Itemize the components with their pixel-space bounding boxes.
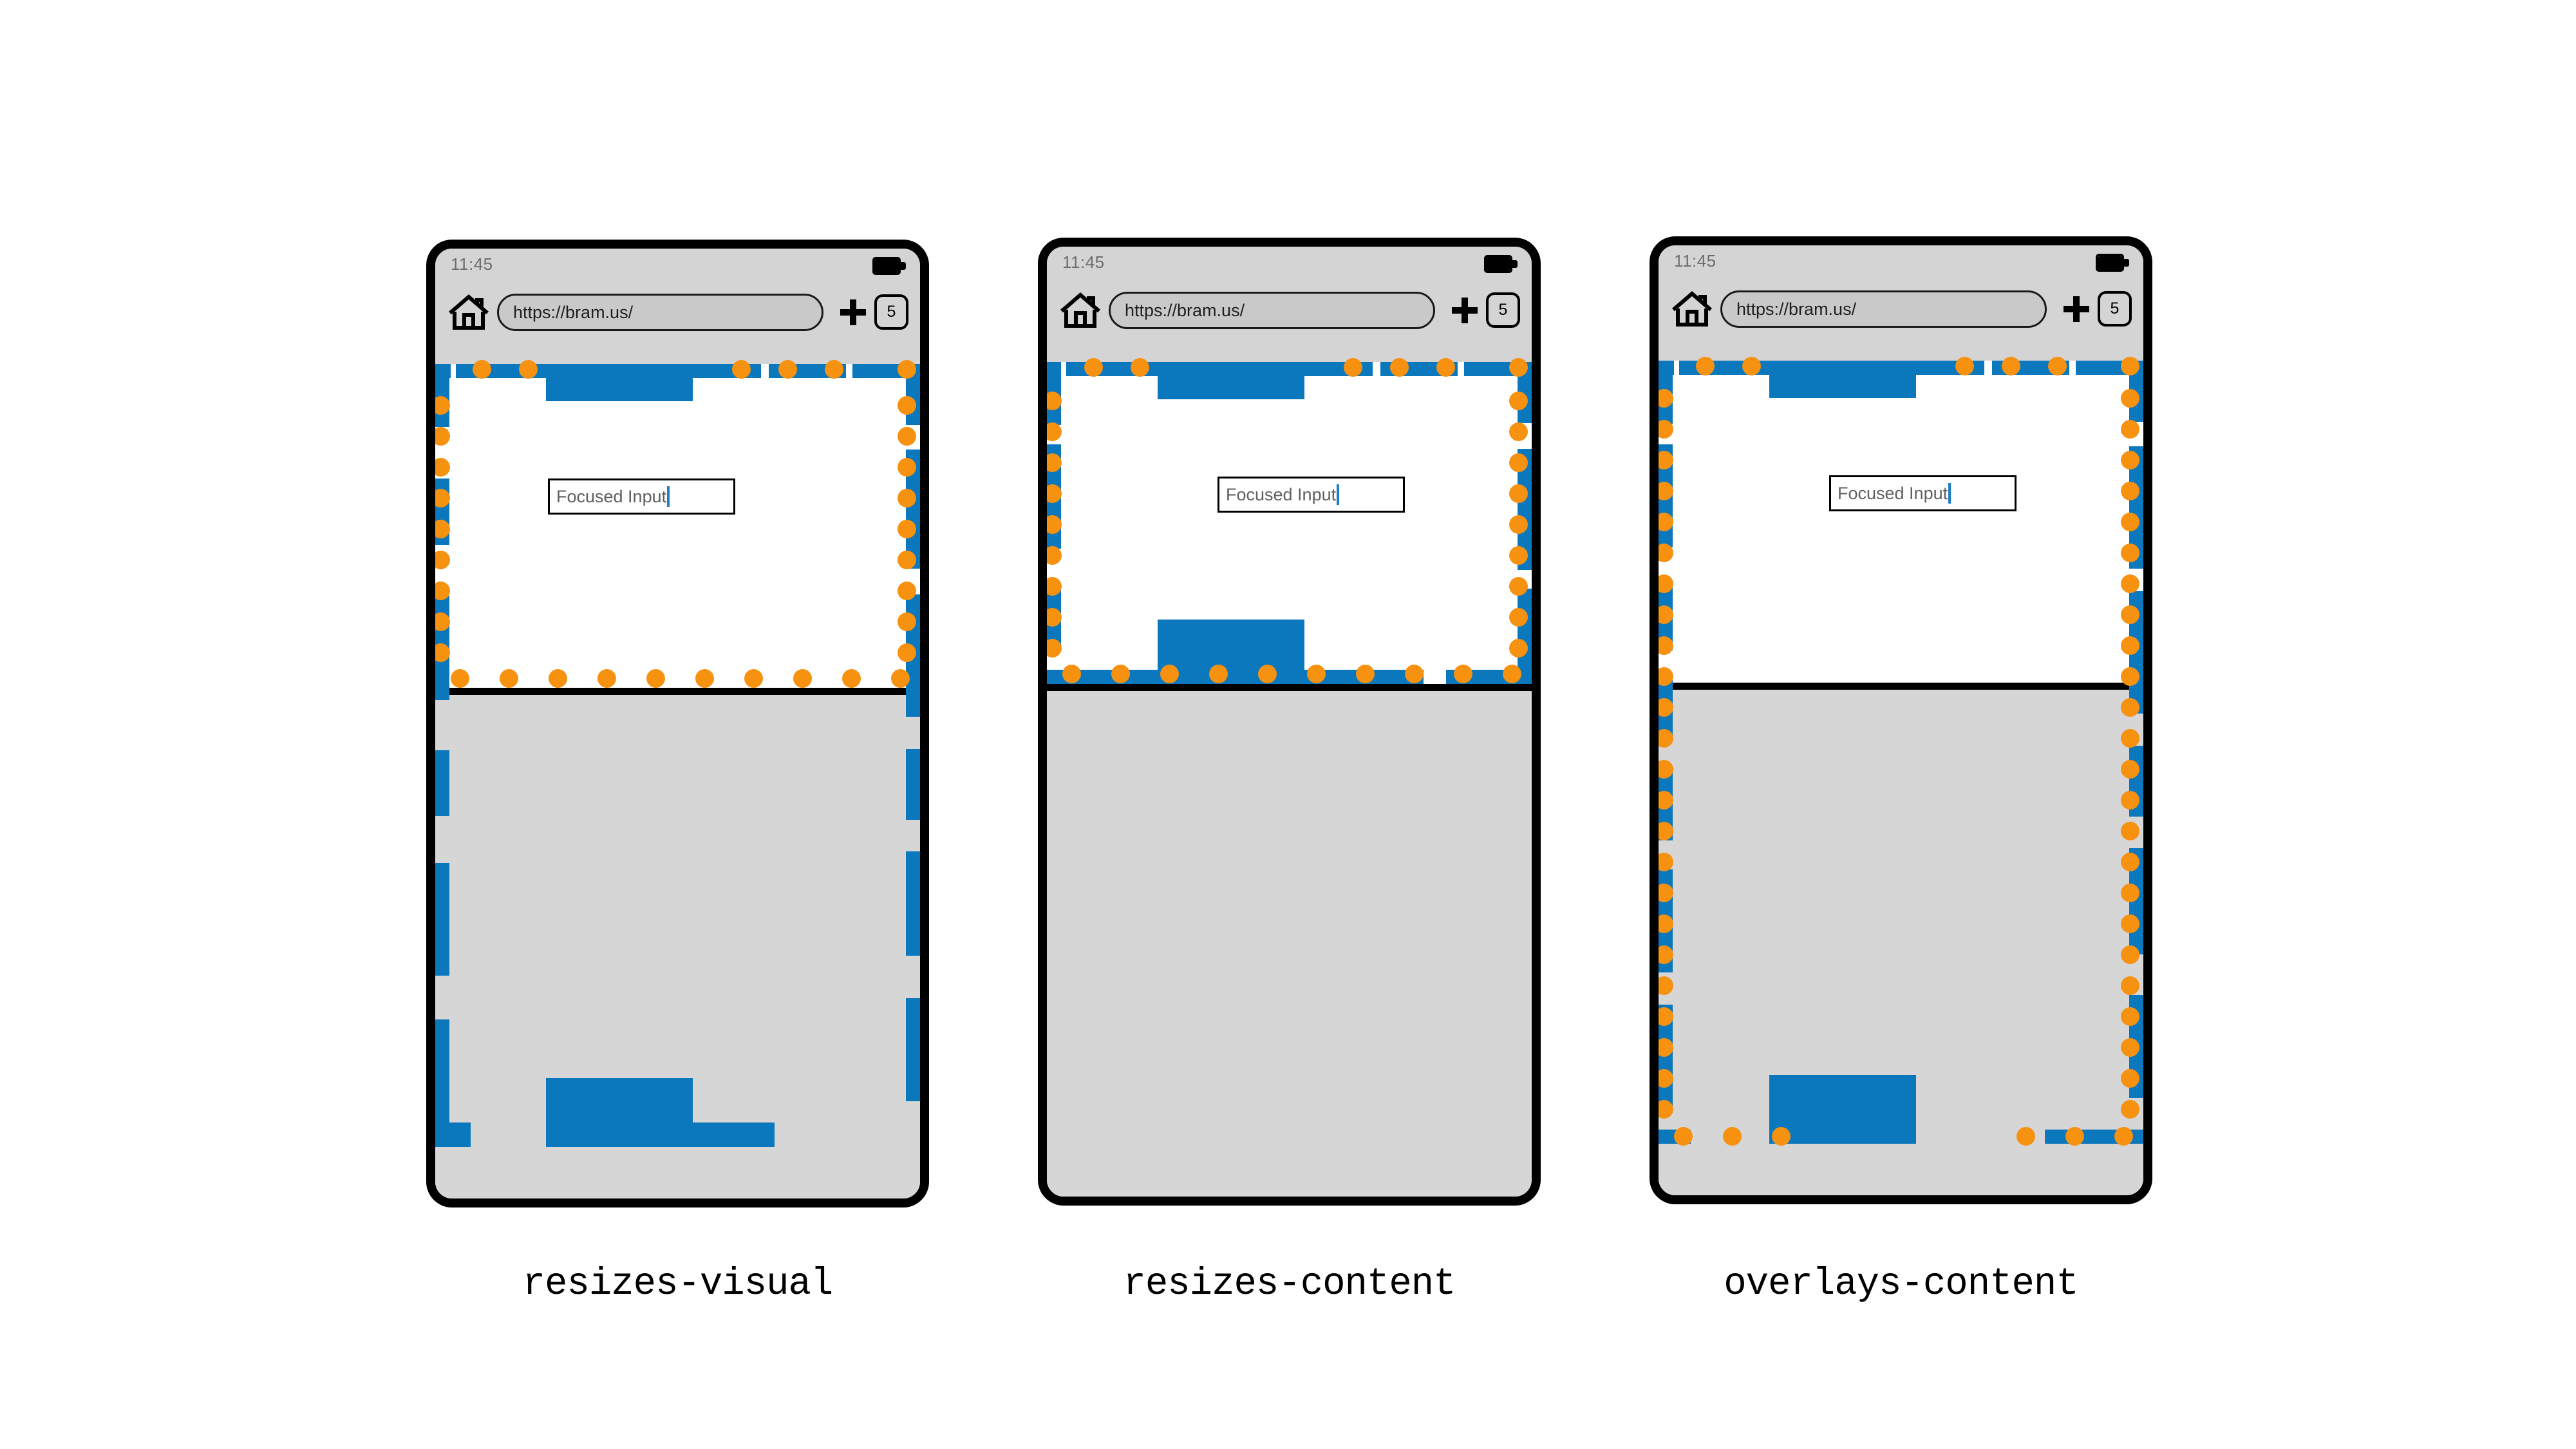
focused-input-field[interactable]: Focused Input: [1829, 475, 2017, 511]
home-icon[interactable]: [448, 294, 489, 331]
caption-resizes-visual: resizes-visual: [522, 1262, 834, 1305]
text-caret: [1948, 483, 1951, 504]
virtual-keyboard-area: [435, 695, 920, 1198]
virtual-keyboard-area: [1047, 691, 1532, 1197]
battery-full-icon: [872, 257, 906, 275]
browser-chrome: 11:45 https://bram.us/ 5: [1047, 247, 1532, 362]
text-caret: [1337, 484, 1340, 505]
focused-input-field[interactable]: Focused Input: [1217, 477, 1405, 513]
address-bar[interactable]: https://bram.us/: [497, 294, 823, 331]
visual-viewport: [1047, 362, 1532, 684]
caption-overlays-content: overlays-content: [1724, 1262, 2079, 1305]
battery-full-icon: [1484, 255, 1518, 273]
browser-chrome: 11:45 https://bram.us/ 5: [435, 249, 920, 364]
browser-toolbar: https://bram.us/ 5: [1659, 279, 2143, 361]
page-surface: Focused Input: [1659, 357, 2143, 1195]
phone-mockup-resizes-visual: 11:45 https://bram.us/ 5: [426, 240, 929, 1208]
address-bar-value: https://bram.us/: [1125, 300, 1245, 320]
keyboard-divider: [1047, 684, 1532, 691]
phone-mockup-resizes-content: 11:45 https://bram.us/ 5: [1038, 238, 1541, 1206]
text-caret: [667, 486, 670, 507]
status-time: 11:45: [1062, 252, 1105, 272]
keyboard-divider: [1659, 683, 2143, 690]
status-bar: 11:45: [1047, 247, 1532, 280]
tab-count-button[interactable]: 5: [1486, 292, 1520, 328]
page-surface: Focused Input: [1047, 358, 1532, 1197]
status-bar: 11:45: [435, 249, 920, 282]
virtual-keyboard-area: [1659, 690, 2143, 1195]
browser-toolbar: https://bram.us/ 5: [435, 282, 920, 364]
status-bar: 11:45: [1659, 245, 2143, 279]
home-icon[interactable]: [1671, 290, 1713, 328]
battery-full-icon: [2096, 254, 2129, 272]
focused-input-field[interactable]: Focused Input: [548, 478, 735, 515]
plus-icon[interactable]: [840, 299, 866, 325]
tab-count-button[interactable]: 5: [2098, 291, 2132, 327]
visual-viewport: [1659, 361, 2143, 683]
keyboard-divider: [435, 688, 920, 695]
phone-mockup-overlays-content: 11:45 https://bram.us/ 5: [1650, 236, 2152, 1204]
plus-icon[interactable]: [2064, 296, 2089, 322]
plus-icon[interactable]: [1452, 298, 1478, 323]
address-bar-value: https://bram.us/: [513, 302, 634, 322]
focused-input-value: Focused Input: [1838, 483, 1948, 503]
focused-input-value: Focused Input: [556, 486, 667, 506]
status-time: 11:45: [451, 254, 493, 274]
home-icon[interactable]: [1060, 292, 1101, 329]
visual-viewport: [435, 364, 920, 688]
status-time: 11:45: [1674, 251, 1716, 270]
browser-toolbar: https://bram.us/ 5: [1047, 280, 1532, 362]
page-surface: Focused Input: [435, 360, 920, 1198]
focused-input-value: Focused Input: [1226, 484, 1337, 504]
caption-resizes-content: resizes-content: [1123, 1262, 1456, 1305]
address-bar-value: https://bram.us/: [1736, 299, 1857, 319]
browser-chrome: 11:45 https://bram.us/ 5: [1659, 245, 2143, 361]
address-bar[interactable]: https://bram.us/: [1720, 290, 2047, 328]
tab-count-button[interactable]: 5: [874, 294, 908, 330]
address-bar[interactable]: https://bram.us/: [1109, 292, 1435, 329]
